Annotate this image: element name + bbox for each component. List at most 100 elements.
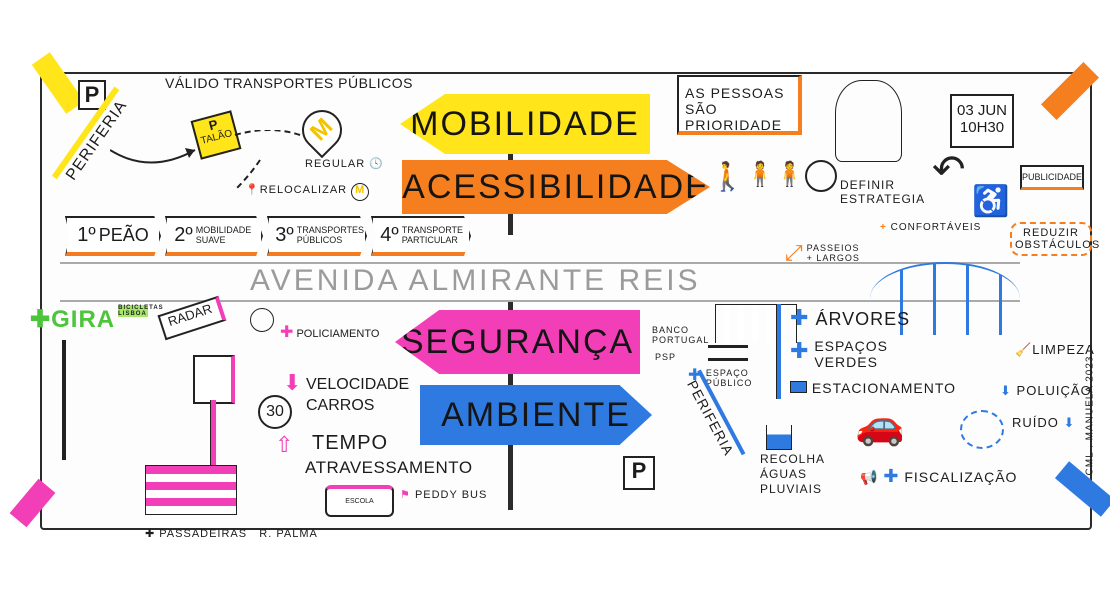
- plus-icon: ✚: [790, 338, 810, 363]
- psp: PSP: [655, 352, 677, 362]
- rainwater-collection: RECOLHA ÁGUAS PLUVIAIS: [760, 452, 825, 496]
- smoke-cloud-icon: [960, 410, 1004, 449]
- arrow-periferia-to-ticket: [110, 130, 301, 190]
- car-speed: VELOCIDADE CARROS: [306, 376, 410, 414]
- signature: CML . MANUELA 2023: [1084, 355, 1096, 476]
- school-bus-icon: ESCOLA: [325, 485, 394, 517]
- date: 03 JUN: [956, 102, 1008, 119]
- clock-icon: 🕓: [369, 158, 384, 170]
- street-lamp-icon: [62, 340, 66, 460]
- minus-icon: [790, 381, 807, 393]
- magnifier-icon: [805, 160, 837, 192]
- sign-acessibilidade: ACESSIBILIDADE: [402, 160, 710, 214]
- down-arrow-icon: ⬇: [283, 370, 302, 395]
- down-arrow-icon: ⬇: [1000, 383, 1012, 398]
- peddy-text: PEDDY BUS: [414, 489, 488, 501]
- reduce-obstacles: REDUZIR OBSTÁCULOS: [1010, 222, 1099, 256]
- drainpipe-icon: [776, 304, 781, 399]
- crosswalk-icon: [145, 465, 237, 515]
- sign-seguranca: SEGURANÇA: [395, 310, 640, 374]
- define-strategy: DEFINIR ESTRATEGIA: [840, 178, 926, 206]
- road-line-top: [60, 262, 1020, 264]
- cleaning: 🧹LIMPEZA: [1015, 342, 1095, 358]
- plus-icon: ✚: [145, 528, 156, 540]
- pollution: ⬇ POLUIÇÃO: [1000, 383, 1092, 399]
- building-icon: [715, 304, 797, 343]
- metro-small-icon: M: [351, 183, 370, 201]
- people-walking-icon: 🚶: [710, 161, 745, 192]
- priority-2-num: 2º: [174, 223, 193, 246]
- publicity-sign: PUBLICIDADE: [1020, 165, 1084, 190]
- diagonal-arrow-icon: ⤢: [785, 240, 804, 265]
- peddy-bus: ⚑ PEDDY BUS: [400, 488, 487, 501]
- police-officer-icon: [250, 308, 274, 332]
- people-priority-note: AS PESSOAS SÃO PRIORIDADE: [677, 75, 802, 135]
- time: 10H30: [959, 119, 1005, 136]
- plus-icon: ✚: [883, 466, 900, 486]
- noise-text: RUÍDO: [1012, 415, 1059, 430]
- children-playing-icon: 🧍🧍: [745, 161, 805, 188]
- priority-3-label: TRANSPORTES PÚBLICOS: [296, 225, 365, 245]
- traffic-light-pole: [210, 400, 216, 467]
- parking-sign-bottom: P: [623, 456, 655, 490]
- plus-icon: +: [880, 222, 887, 233]
- valid-public-transport: VÁLIDO TRANSPORTES PÚBLICOS: [165, 75, 413, 91]
- noise: RUÍDO ⬇: [1012, 415, 1075, 431]
- comfortable: + CONFORTÁVEIS: [880, 222, 981, 233]
- inspection-text: FISCALIZAÇÃO: [904, 469, 1018, 485]
- green-spaces-text: ESPAÇOS VERDES: [814, 338, 888, 371]
- tempo-label: TEMPO: [312, 432, 389, 454]
- trees-text: ÁRVORES: [815, 309, 911, 329]
- banco-portugal: BANCO PORTUGAL: [652, 325, 710, 345]
- regular-text: REGULAR: [305, 158, 366, 170]
- flag-icon: ⚑: [400, 489, 411, 501]
- relocate-label: 📍RELOCALIZAR M: [245, 183, 370, 201]
- gira-text: GIRA: [51, 306, 116, 333]
- relocate-text: RELOCALIZAR: [259, 184, 348, 196]
- gira-subtitle: BICICLETAS LISBOA: [118, 305, 164, 317]
- green-spaces: ✚ ESPAÇOS VERDES: [790, 338, 889, 370]
- regular-label: REGULAR 🕓: [305, 157, 384, 170]
- comfortable-text: CONFORTÁVEIS: [890, 222, 982, 233]
- speed-limit-sign: 30: [258, 395, 292, 429]
- priority-4-num: 4º: [380, 223, 399, 246]
- policing-text: POLICIAMENTO: [296, 328, 380, 340]
- car-icon: 🚗: [855, 403, 905, 447]
- sign-ambiente: AMBIENTE: [420, 385, 652, 445]
- priority-1-num: 1º: [77, 223, 96, 246]
- road-line-bottom: [60, 300, 1020, 302]
- street-name: AVENIDA ALMIRANTE REIS: [250, 264, 701, 297]
- plus-icon: ✚: [790, 305, 810, 330]
- inspection: 📢 ✚ FISCALIZAÇÃO: [860, 466, 1017, 487]
- crosswalks-label: ✚ PASSADEIRAS R. PALMA: [145, 527, 318, 540]
- plus-icon: ✚: [280, 324, 294, 341]
- up-arrow-icon: ⇧: [275, 432, 294, 457]
- pollution-text: POLUIÇÃO: [1016, 383, 1092, 398]
- parking-text: ESTACIONAMENTO: [811, 380, 957, 396]
- plus-icon: ✚: [688, 367, 703, 384]
- date-note: 03 JUN 10H30: [950, 94, 1014, 148]
- megaphone-icon: 📢: [860, 469, 879, 485]
- priority-4-label: TRANSPORTE PARTICULAR: [401, 225, 464, 245]
- policing: ✚ POLICIAMENTO: [280, 322, 379, 342]
- parking: ESTACIONAMENTO: [790, 380, 956, 396]
- crosswalks-text: PASSADEIRAS: [159, 528, 248, 540]
- sidewalks-text: PASSEIOS + LARGOS: [806, 243, 860, 263]
- place-text: R. PALMA: [259, 528, 318, 540]
- location-pin-icon: 📍: [245, 184, 260, 196]
- cleaning-text: LIMPEZA: [1032, 342, 1095, 357]
- down-arrow-icon: ⬇: [1063, 415, 1076, 430]
- trees-sketch-icon: [870, 262, 1020, 335]
- tree-sketch-icon: [835, 80, 902, 162]
- plus-icon: ✚: [30, 306, 52, 333]
- bench-icon: [708, 345, 748, 361]
- public-space: ✚ ESPAÇO PÚBLICO: [688, 365, 761, 388]
- parking-icon: P: [78, 80, 106, 110]
- sign-mobilidade: MOBILIDADE: [400, 94, 650, 154]
- priority-3-num: 3º: [275, 223, 294, 246]
- traffic-light-icon: [193, 355, 235, 404]
- public-space-text: ESPAÇO PÚBLICO: [705, 367, 753, 388]
